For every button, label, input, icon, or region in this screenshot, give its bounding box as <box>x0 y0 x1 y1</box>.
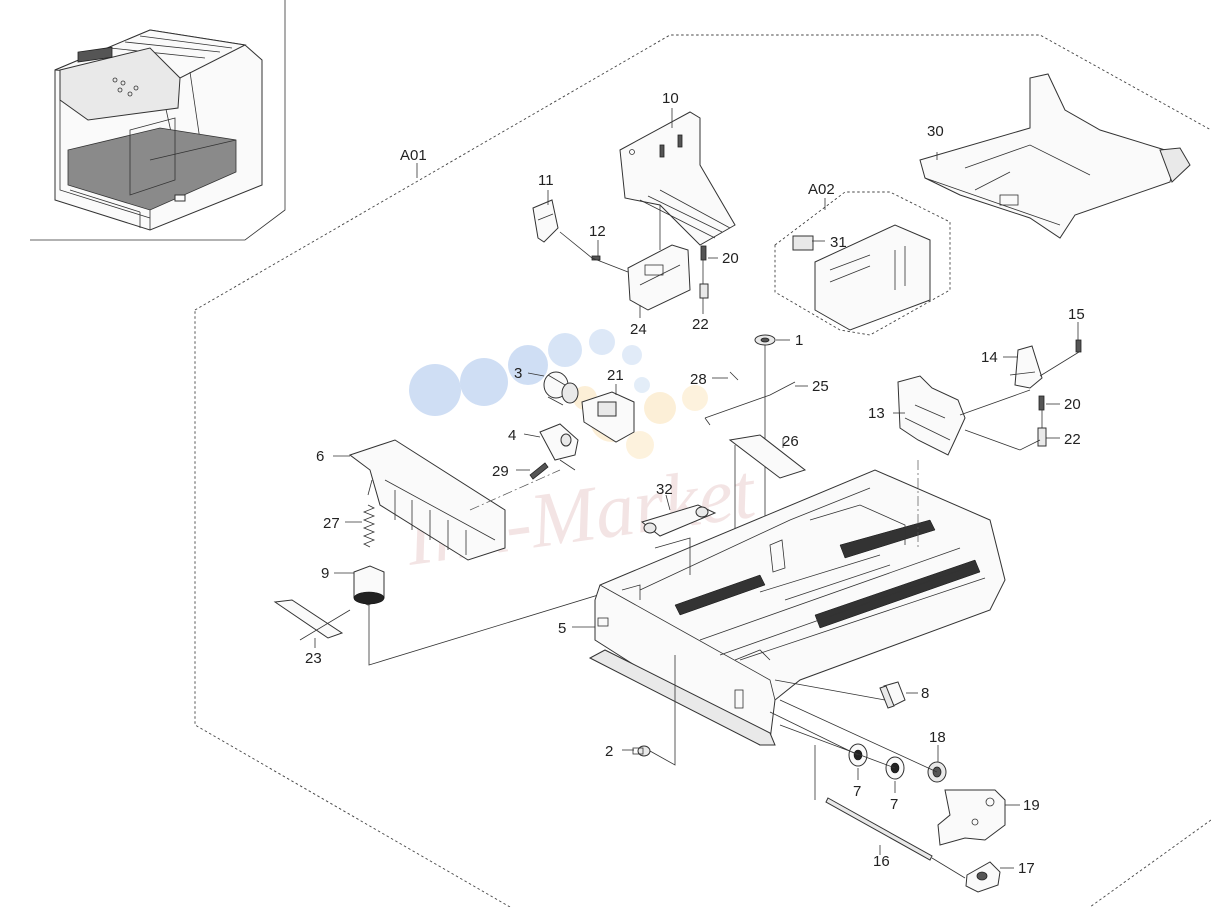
part-30-cover <box>919 73 1191 239</box>
part-28-pin <box>729 371 739 381</box>
callout-16: 16 <box>873 853 890 870</box>
part-6-guide-assy <box>348 439 506 561</box>
part-4-holder <box>539 423 579 461</box>
callout-11: 11 <box>538 172 554 189</box>
part-20-spring-right <box>1038 395 1045 411</box>
part-3-roller <box>543 371 579 406</box>
callout-14: 14 <box>981 349 998 366</box>
part-14-guide-small <box>1009 345 1043 389</box>
callout-5: 5 <box>558 620 566 637</box>
callout-9: 9 <box>321 565 329 582</box>
callout-4: 4 <box>508 427 516 444</box>
callout-24: 24 <box>630 321 647 338</box>
callout-17: 17 <box>1018 860 1035 877</box>
callout-18: 18 <box>929 729 946 746</box>
callout-21: 21 <box>607 367 624 384</box>
callout-7a: 7 <box>853 783 861 800</box>
part-11-guide <box>532 199 559 243</box>
part-19-gear-bracket <box>937 789 1006 846</box>
callout-30: 30 <box>927 123 944 140</box>
part-15-pin <box>1075 339 1082 353</box>
part-13-guide-right <box>897 375 966 456</box>
callout-labels: A01 A02 1 2 3 4 5 6 7 7 8 9 10 11 12 13 … <box>305 90 1085 877</box>
callout-12: 12 <box>589 223 606 240</box>
part-10-guide-plate <box>619 111 736 250</box>
group-label-a02: A02 <box>808 181 835 198</box>
group-a02-boundary <box>774 191 951 336</box>
part-26-link <box>728 434 807 479</box>
callout-3: 3 <box>514 365 522 382</box>
part-32-cover <box>640 504 717 575</box>
callout-20b: 20 <box>1064 396 1081 413</box>
callout-8: 8 <box>921 685 929 702</box>
part-23-label <box>273 599 344 639</box>
part-21-pickup-frame <box>581 391 635 443</box>
callout-27: 27 <box>323 515 340 532</box>
leader-lines <box>314 108 1079 869</box>
group-a01-boundary <box>194 34 1211 908</box>
part-22-lever-right <box>1037 427 1047 447</box>
inset-printer-overview <box>30 0 286 241</box>
callout-15: 15 <box>1068 306 1085 323</box>
part-8-latch <box>879 681 906 709</box>
part-27-spring <box>362 504 376 548</box>
part-31-board <box>792 224 931 331</box>
callout-1: 1 <box>795 332 803 349</box>
callout-29: 29 <box>492 463 509 480</box>
callout-20a: 20 <box>722 250 739 267</box>
group-label-a01: A01 <box>400 147 427 164</box>
callout-7b: 7 <box>890 796 898 813</box>
part-24-bracket <box>627 244 691 311</box>
part-9-gear <box>353 565 681 666</box>
callout-25: 25 <box>812 378 829 395</box>
part-2-screw <box>632 655 676 766</box>
callout-22b: 22 <box>1064 431 1081 448</box>
callout-28: 28 <box>690 371 707 388</box>
callout-22a: 22 <box>692 316 709 333</box>
part-20-spring-left <box>700 245 707 261</box>
part-5-tray <box>588 469 1006 746</box>
part-29-spring <box>529 462 549 480</box>
callout-10: 10 <box>662 90 679 107</box>
callout-13: 13 <box>868 405 885 422</box>
callout-31: 31 <box>830 234 847 251</box>
callout-26: 26 <box>782 433 799 450</box>
callout-32: 32 <box>656 481 673 498</box>
callout-23: 23 <box>305 650 322 667</box>
callout-19: 19 <box>1023 797 1040 814</box>
part-17-cam <box>965 861 1001 893</box>
part-16-shaft <box>814 745 933 861</box>
part-25-spring-wire <box>704 381 796 419</box>
callout-2: 2 <box>605 743 613 760</box>
callout-6: 6 <box>316 448 324 465</box>
part-22-lever-left <box>699 260 709 299</box>
